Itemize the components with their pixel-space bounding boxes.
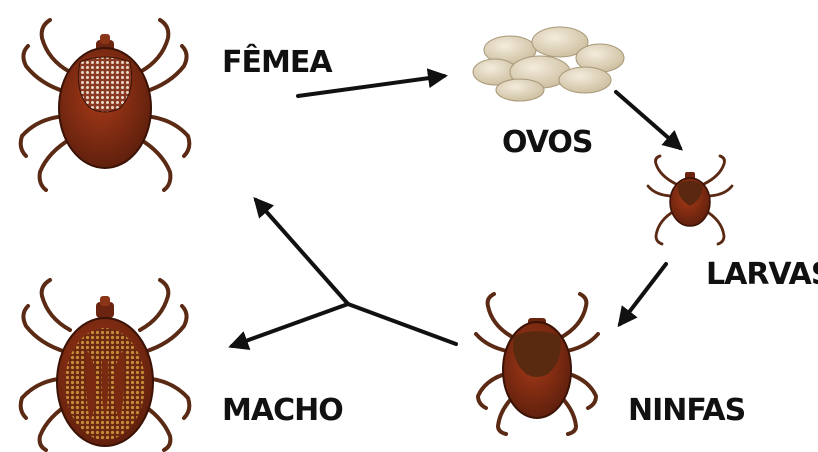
male-tick-icon xyxy=(21,280,190,450)
nymph-tick-icon xyxy=(476,294,598,434)
female-tick-icon xyxy=(21,20,190,190)
label-ovos: OVOS xyxy=(502,125,593,160)
larva-tick-icon xyxy=(648,156,732,244)
label-ninfas: NINFAS xyxy=(628,393,745,428)
arrow-to-femea xyxy=(256,200,348,304)
label-femea: FÊMEA xyxy=(222,44,333,80)
eggs-cluster-icon xyxy=(473,27,624,101)
label-larvas: LARVAS xyxy=(706,257,818,292)
label-macho: MACHO xyxy=(222,393,343,428)
arrow-ovos-to-larvas xyxy=(616,92,680,148)
arrow-ninfas-stem xyxy=(348,304,456,344)
arrow-larvas-to-ninfas xyxy=(620,264,666,324)
arrow-to-macho xyxy=(232,304,348,346)
